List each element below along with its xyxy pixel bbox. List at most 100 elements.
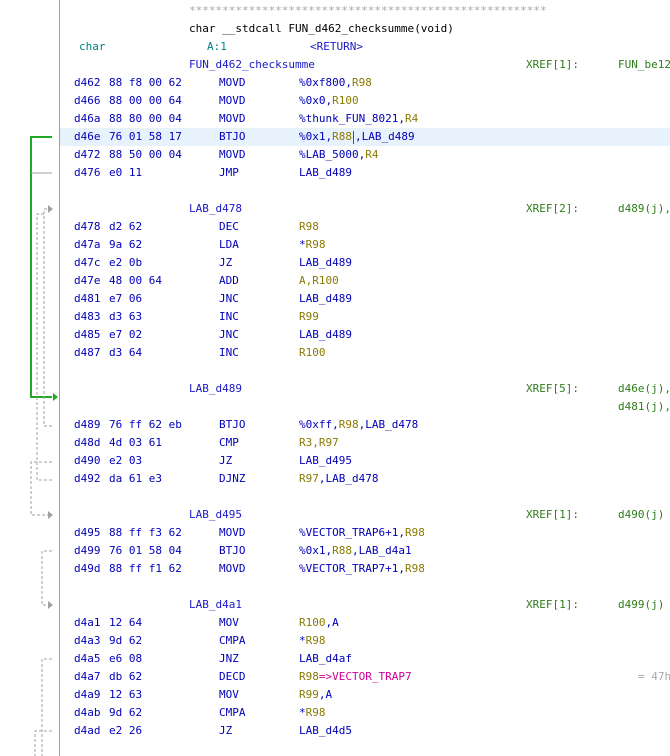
operand-1[interactable]: LAB_d489 [299, 292, 352, 305]
instruction-mnemonic[interactable]: JZ [219, 724, 233, 737]
instruction-mnemonic[interactable]: LDA [219, 238, 239, 251]
operand-3[interactable]: ,A [325, 616, 339, 629]
instruction-address[interactable]: d490 [74, 454, 101, 467]
return-variable[interactable]: char A:1 <RETURN> [60, 38, 670, 56]
instruction-address[interactable]: d495 [74, 526, 101, 539]
instruction-operands[interactable]: %0x0,R100 [299, 92, 359, 110]
label-row-d4a1[interactable]: LAB_d4a1 XREF[1]: d499(j) [60, 596, 670, 614]
operand-1[interactable]: %VECTOR_TRAP7+1, [299, 562, 405, 575]
instruction-mnemonic[interactable]: MOVD [219, 112, 246, 125]
instruction-mnemonic[interactable]: ADD [219, 274, 239, 287]
instruction-address[interactable]: d48d [74, 436, 101, 449]
instruction-mnemonic[interactable]: JZ [219, 256, 233, 269]
instruction-address[interactable]: d483 [74, 310, 101, 323]
instruction-address[interactable]: d46a [74, 112, 101, 125]
instruction-mnemonic[interactable]: INC [219, 310, 239, 323]
operand-1[interactable]: %0xf800, [299, 76, 352, 89]
instruction-address[interactable]: d487 [74, 346, 101, 359]
instruction-operands[interactable]: R98 [299, 218, 319, 236]
operand-2[interactable]: R98 [305, 634, 326, 647]
instruction-mnemonic[interactable]: MOVD [219, 94, 246, 107]
instruction-operands[interactable]: R100 [299, 344, 326, 362]
xref-target[interactable]: d489(j), [618, 202, 670, 215]
instruction-address[interactable]: d4a5 [74, 652, 101, 665]
instruction-address[interactable]: d47a [74, 238, 101, 251]
instruction-mnemonic[interactable]: CMPA [219, 706, 246, 719]
operand-2[interactable]: R99 [299, 688, 319, 701]
operand-2[interactable]: R88 [332, 130, 352, 143]
instruction-operands[interactable]: LAB_d489 [299, 164, 352, 182]
instruction-operands[interactable]: %VECTOR_TRAP7+1,R98 [299, 560, 425, 578]
instruction-address[interactable]: d485 [74, 328, 101, 341]
instruction-operands[interactable]: LAB_d4af [299, 650, 352, 668]
function-label-row[interactable]: FUN_d462_checksumme XREF[1]: FUN_be12 [60, 56, 670, 74]
label-row-d489-xref2[interactable]: d481(j), [60, 398, 670, 416]
function-label[interactable]: FUN_d462_checksumme [189, 58, 315, 71]
instruction-address[interactable]: d46e [74, 130, 101, 143]
instruction-operands[interactable]: R100,A [299, 614, 339, 632]
operand-2[interactable]: R98 [351, 76, 372, 89]
operand-2[interactable]: R88 [332, 544, 352, 557]
instruction-address[interactable]: d4a9 [74, 688, 101, 701]
instruction-operands[interactable]: %thunk_FUN_8021,R4 [299, 110, 418, 128]
operand-1[interactable]: LAB_d4af [299, 652, 352, 665]
instruction-mnemonic[interactable]: MOVD [219, 148, 246, 161]
operand-2[interactable]: R98 [299, 220, 319, 233]
instruction-operands[interactable]: LAB_d489 [299, 290, 352, 308]
instruction-operands[interactable]: A,R100 [299, 272, 339, 290]
operand-3[interactable]: ,LAB_d489 [355, 130, 415, 143]
instruction-operands[interactable]: *R98 [299, 632, 326, 650]
label-d478[interactable]: LAB_d478 [189, 202, 242, 215]
instruction-address[interactable]: d499 [74, 544, 101, 557]
instruction-mnemonic[interactable]: JNZ [219, 652, 239, 665]
instruction-address[interactable]: d4a7 [74, 670, 101, 683]
xref-target[interactable]: d490(j) [618, 508, 665, 521]
operand-2[interactable]: R4 [404, 112, 419, 125]
operand-1[interactable]: %0x0, [299, 94, 333, 107]
disassembly-listing[interactable]: ****************************************… [60, 0, 670, 756]
instruction-operands[interactable]: R99,A [299, 686, 332, 704]
instruction-mnemonic[interactable]: BTJO [219, 418, 246, 431]
instruction-address[interactable]: d47e [74, 274, 101, 287]
instruction-operands[interactable]: %LAB_5000,R4 [299, 146, 378, 164]
instruction-mnemonic[interactable]: JZ [219, 454, 233, 467]
operand-2[interactable]: R99 [299, 310, 319, 323]
xref-target[interactable]: d481(j), [618, 400, 670, 413]
instruction-operands[interactable]: *R98 [299, 704, 326, 722]
operand-3[interactable]: ,LAB_d478 [318, 472, 379, 485]
instruction-operands[interactable]: %0x1,R88,LAB_d4a1 [299, 542, 412, 560]
instruction-mnemonic[interactable]: JNC [219, 292, 239, 305]
signature-name[interactable]: FUN_d462_checksumme [288, 22, 415, 35]
instruction-address[interactable]: d47c [74, 256, 101, 269]
instruction-operands[interactable]: %0xff,R98,LAB_d478 [299, 416, 418, 434]
operand-1[interactable]: * [299, 238, 306, 251]
instruction-address[interactable]: d462 [74, 76, 101, 89]
instruction-address[interactable]: d466 [74, 94, 101, 107]
operand-1[interactable]: %0x1, [299, 544, 333, 557]
instruction-operands[interactable]: R3,R97 [299, 434, 339, 452]
operand-1[interactable]: A, [299, 274, 313, 287]
operand-2[interactable]: R98 [305, 706, 326, 719]
instruction-address[interactable]: d492 [74, 472, 101, 485]
instruction-operands[interactable]: R97,LAB_d478 [299, 470, 378, 488]
operand-1[interactable]: LAB_d489 [299, 328, 352, 341]
operand-1[interactable]: LAB_d495 [299, 454, 352, 467]
operand-2[interactable]: R100 [312, 274, 339, 287]
operand-2[interactable]: R98 [299, 670, 319, 683]
instruction-operands[interactable]: LAB_d4d5 [299, 722, 352, 740]
instruction-mnemonic[interactable]: INC [219, 346, 239, 359]
instruction-mnemonic[interactable]: MOVD [219, 76, 246, 89]
operand-1[interactable]: %0xff, [299, 418, 339, 431]
instruction-address[interactable]: d4ad [74, 724, 101, 737]
